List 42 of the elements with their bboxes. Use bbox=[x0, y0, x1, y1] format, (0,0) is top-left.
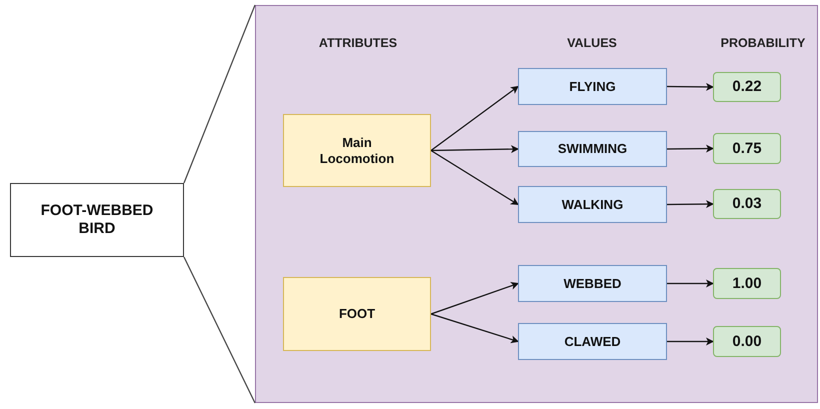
arrow bbox=[667, 200, 714, 208]
node-text: FOOT-WEBBED BIRD bbox=[40, 202, 154, 238]
value-box bbox=[518, 323, 667, 360]
attribute-box bbox=[283, 114, 431, 187]
node-text: 0.00 bbox=[732, 332, 762, 350]
value-box bbox=[518, 68, 667, 105]
probability-box bbox=[713, 326, 781, 357]
arrow bbox=[430, 150, 519, 206]
node-text: FOOT bbox=[338, 306, 376, 322]
node-text: WEBBED bbox=[564, 276, 622, 292]
value-box bbox=[518, 265, 667, 302]
node-text: Main Locomotion bbox=[318, 134, 396, 166]
connector-line bbox=[183, 4, 256, 184]
node-text: FLYING bbox=[569, 78, 616, 94]
node-text: 1.00 bbox=[732, 274, 762, 292]
arrow bbox=[667, 338, 714, 346]
column-header: ATTRIBUTES bbox=[318, 36, 398, 51]
node-text: WALKING bbox=[562, 196, 624, 212]
probability-box bbox=[713, 189, 781, 219]
value-box bbox=[518, 131, 667, 167]
arrow bbox=[667, 280, 714, 288]
column-header: VALUES bbox=[566, 36, 618, 51]
node-text: 0.75 bbox=[732, 140, 762, 158]
probability-box bbox=[713, 72, 781, 102]
attribute-box bbox=[283, 277, 431, 351]
connector-line bbox=[183, 256, 256, 404]
arrow bbox=[430, 313, 519, 344]
column-header: PROBABILITY bbox=[720, 36, 806, 51]
probability-box bbox=[713, 133, 781, 164]
value-box bbox=[518, 186, 667, 223]
arrow bbox=[667, 144, 714, 153]
node-text: 0.22 bbox=[732, 78, 762, 96]
concept-box bbox=[10, 183, 184, 257]
node-text: SWIMMING bbox=[558, 141, 628, 157]
arrow bbox=[430, 86, 519, 151]
arrow bbox=[667, 82, 714, 91]
arrow bbox=[430, 145, 519, 154]
node-text: CLAWED bbox=[564, 334, 621, 350]
probability-box bbox=[713, 268, 781, 299]
attribute-panel bbox=[255, 5, 818, 403]
node-text: 0.03 bbox=[732, 195, 762, 213]
arrow bbox=[430, 282, 519, 315]
